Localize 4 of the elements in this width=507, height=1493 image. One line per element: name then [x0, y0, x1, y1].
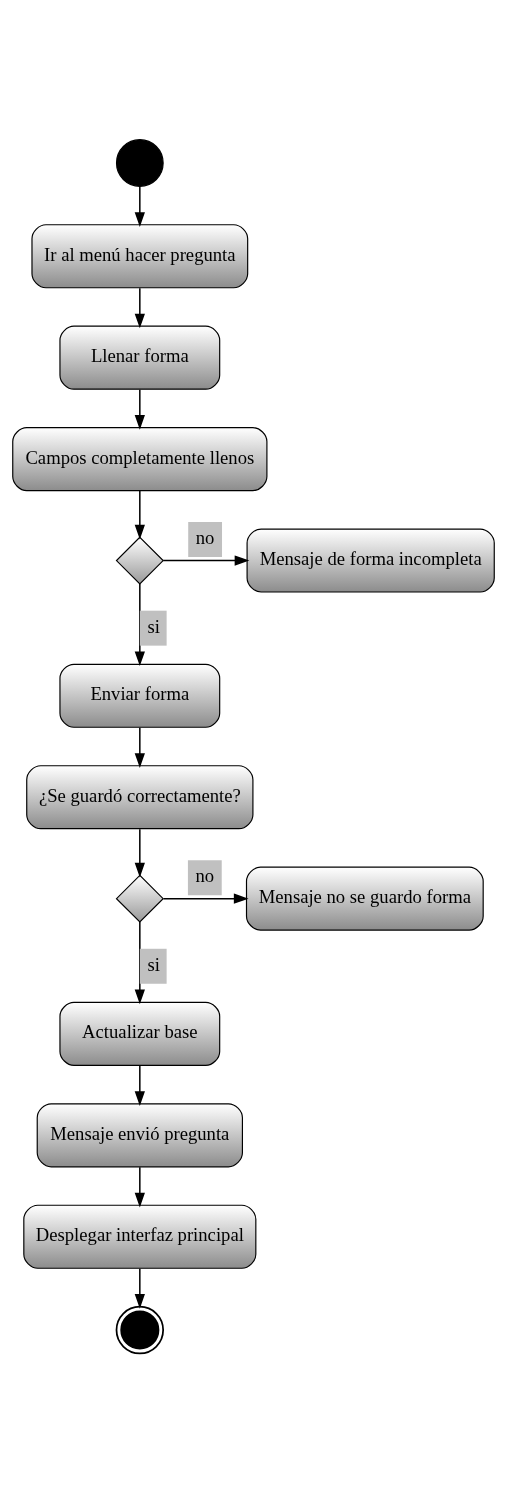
edge-label: si [147, 953, 160, 975]
edge-label: no [195, 526, 215, 548]
edge-label: si [147, 615, 160, 637]
edge-label: no [195, 865, 215, 887]
